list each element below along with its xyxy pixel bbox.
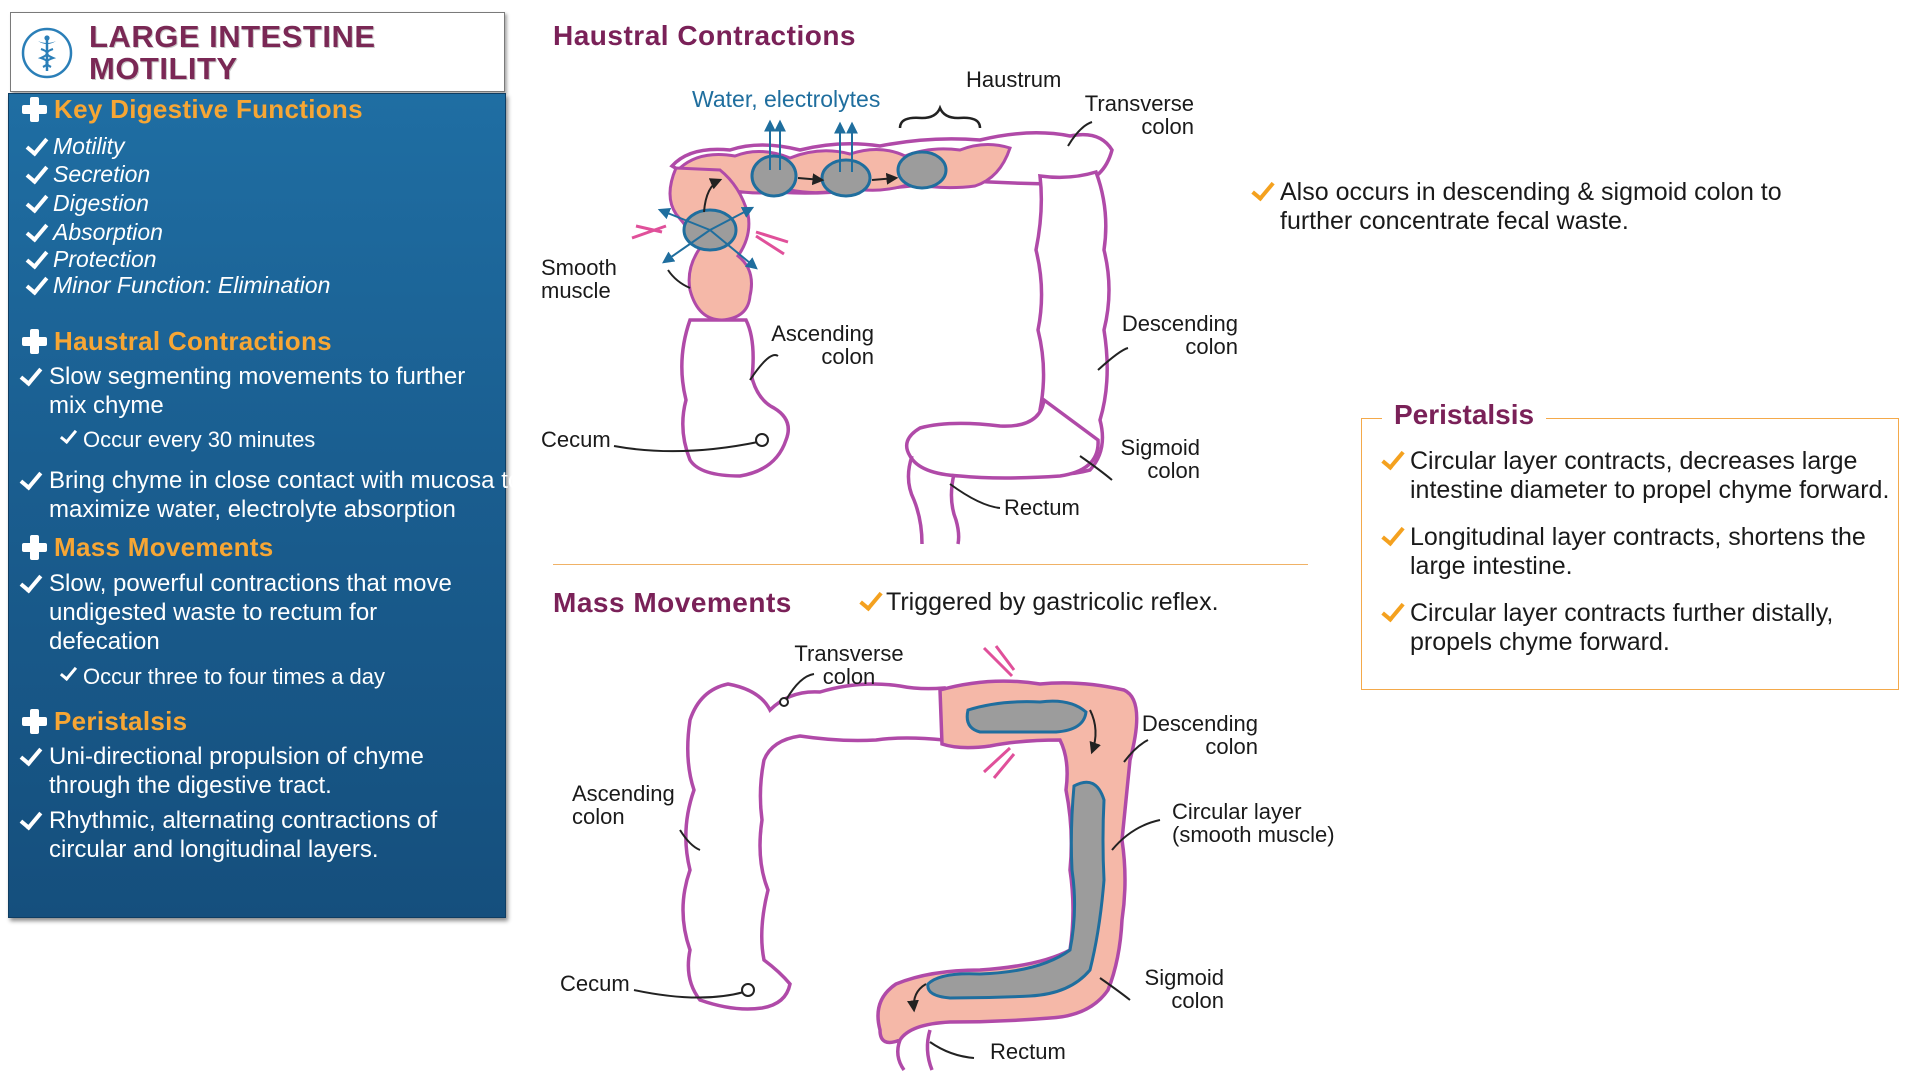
peristalsis-item: Circular layer contracts, decreases larg… <box>1380 447 1910 505</box>
peristalsis-item: Circular layer contracts further distall… <box>1380 599 1910 657</box>
list-item: Uni-directional propulsion of chyme thro… <box>19 742 479 800</box>
section-heading-haustral: Haustral Contractions <box>21 326 332 356</box>
plus-icon <box>21 96 48 123</box>
label-rectum: Rectum <box>1004 495 1080 520</box>
descending-colon-shape <box>1034 169 1111 476</box>
peristalsis-item: Longitudinal layer contracts, shortens t… <box>1380 523 1910 581</box>
list-item: Slow segmenting movements to further mix… <box>19 362 509 420</box>
rectum-shape <box>906 455 961 545</box>
label-transverse-colon-2: Transverse colon <box>794 641 904 689</box>
label-descending-colon-2: Descending colon <box>1141 711 1258 759</box>
label-water-electrolytes: Water, electrolytes <box>692 86 881 112</box>
label-cecum-2: Cecum <box>560 971 630 996</box>
label-sigmoid-colon-2: Sigmoid colon <box>1144 965 1224 1013</box>
label-smooth-muscle: Smooth muscle <box>541 255 617 303</box>
label-transverse-colon: Transverse colon <box>1084 91 1194 139</box>
list-item: Minor Function: Elimination <box>25 271 330 300</box>
plus-icon <box>21 328 48 355</box>
list-item: Slow, powerful contractions that move un… <box>19 569 479 656</box>
label-ascending-colon-2: Ascending colon <box>572 781 675 829</box>
list-item: Bring chyme in close contact with mucosa… <box>19 466 529 524</box>
sidebar-panel: Key Digestive Functions Motility Secreti… <box>8 93 521 918</box>
check-icon <box>1380 599 1404 623</box>
label-circular-layer: Circular layer (smooth muscle) <box>1172 799 1335 847</box>
chyme-mass <box>965 699 1088 734</box>
list-item: Absorption <box>25 218 163 247</box>
mass-note: Triggered by gastricolic reflex. <box>858 588 1286 617</box>
section-heading-peristalsis: Peristalsis <box>21 706 187 736</box>
label-descending-colon: Descending colon <box>1121 311 1238 359</box>
list-item: Secretion <box>25 160 150 189</box>
label-rectum-2: Rectum <box>990 1039 1066 1064</box>
peristalsis-heading: Peristalsis <box>1382 399 1547 431</box>
list-item: Rhythmic, alternating contractions of ci… <box>19 806 489 864</box>
haustral-note: Also occurs in descending & sigmoid colo… <box>1250 178 1820 236</box>
chyme-bolus <box>750 154 798 198</box>
list-item: Digestion <box>25 189 149 218</box>
label-haustrum: Haustrum <box>966 67 1062 92</box>
list-item: Protection <box>25 245 157 274</box>
check-icon <box>1250 178 1274 202</box>
title-box: LARGE INTESTINE MOTILITY <box>10 12 505 92</box>
label-sigmoid-colon: Sigmoid colon <box>1120 435 1200 483</box>
list-subitem: Occur three to four times a day <box>59 662 385 691</box>
plus-icon <box>21 534 48 561</box>
check-icon <box>1380 523 1404 547</box>
caduceus-icon <box>21 27 73 79</box>
chyme-mass <box>926 780 1106 1000</box>
mass-heading: Mass Movements <box>553 587 792 618</box>
colon-outline <box>681 682 946 1011</box>
list-subitem: Occur every 30 minutes <box>59 425 315 454</box>
section-divider <box>553 564 1308 565</box>
chyme-bolus <box>820 158 872 198</box>
chyme-bolus <box>896 150 948 190</box>
plus-icon <box>21 708 48 735</box>
section-heading-key-functions: Key Digestive Functions <box>21 94 363 124</box>
page-title: LARGE INTESTINE MOTILITY <box>89 19 376 86</box>
check-icon <box>858 588 882 612</box>
label-cecum: Cecum <box>541 427 611 452</box>
rectum-shape <box>896 1029 934 1072</box>
sigmoid-colon-shape <box>904 396 1100 480</box>
list-item: Motility <box>25 132 125 161</box>
peristalsis-box: Peristalsis Circular layer contracts, de… <box>1361 399 1899 690</box>
haustral-heading: Haustral Contractions <box>553 20 856 51</box>
check-icon <box>1380 447 1404 471</box>
haustral-colon-diagram <box>613 104 1129 545</box>
label-ascending-colon: Ascending colon <box>771 321 874 369</box>
mass-movement-colon-diagram <box>633 645 1161 1072</box>
section-heading-mass: Mass Movements <box>21 532 274 562</box>
